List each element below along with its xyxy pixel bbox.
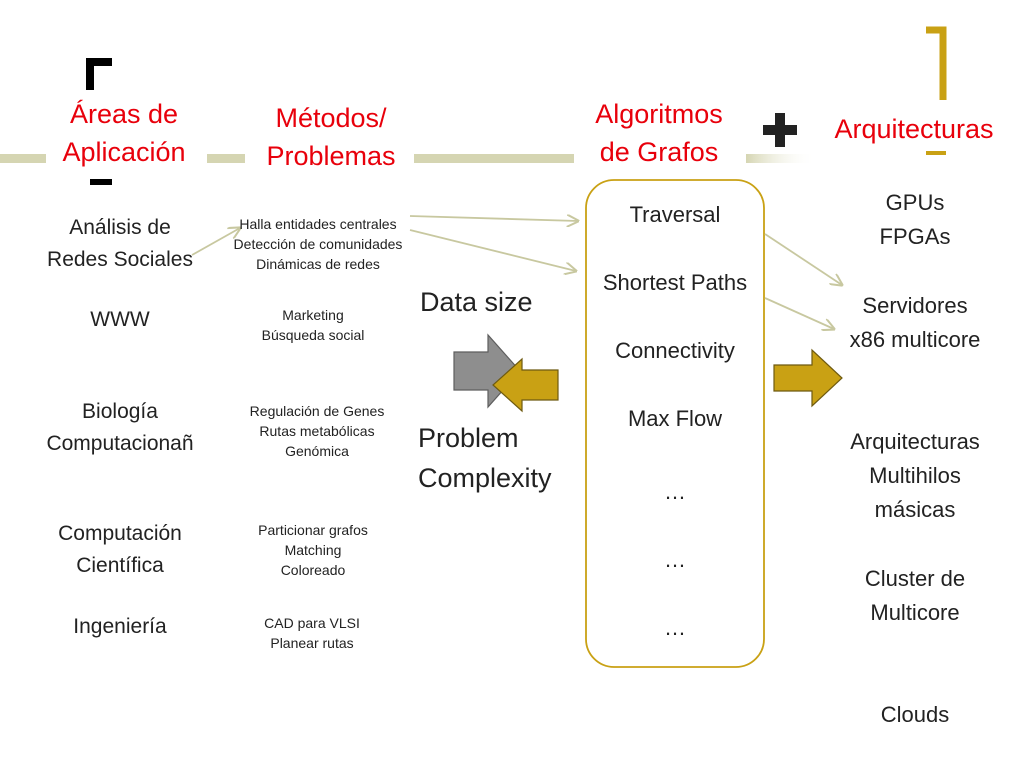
corner-bracket-top-left bbox=[86, 58, 112, 90]
gold-block-arrow-right bbox=[773, 348, 843, 408]
header-areas-line: Áreas de bbox=[69, 99, 179, 129]
problem-complexity-line: Problem bbox=[418, 423, 519, 453]
algorithm-item: Max Flow bbox=[627, 406, 723, 431]
architecture-line: Servidores bbox=[862, 293, 968, 318]
method-item: Marketing Búsqueda social bbox=[203, 305, 423, 345]
method-line: Dinámicas de redes bbox=[256, 256, 380, 272]
plus-icon bbox=[763, 113, 797, 147]
algorithm-item: … bbox=[664, 547, 686, 572]
method-item: CAD para VLSI Planear rutas bbox=[202, 613, 422, 653]
architecture-item: Servidores x86 multicore bbox=[805, 289, 1024, 357]
area-item: Análisis de Redes Sociales bbox=[0, 212, 240, 276]
method-line: Coloreado bbox=[280, 562, 346, 578]
architecture-item: Clouds bbox=[805, 698, 1024, 732]
method-line: Búsqueda social bbox=[261, 327, 365, 343]
area-line: Ingeniería bbox=[73, 615, 167, 638]
header-band-segment bbox=[0, 154, 46, 163]
algorithms-box bbox=[585, 179, 765, 668]
method-line: Rutas metabólicas bbox=[259, 423, 375, 439]
area-line: Computación bbox=[58, 522, 182, 545]
area-line: WWW bbox=[90, 308, 150, 331]
area-line: Redes Sociales bbox=[47, 248, 193, 271]
area-line: Científica bbox=[76, 554, 164, 577]
algorithm-item: Shortest Paths bbox=[602, 270, 748, 295]
header-algorithms: Algoritmos de Grafos bbox=[576, 95, 742, 171]
architecture-item: Cluster de Multicore bbox=[805, 562, 1024, 630]
architecture-line: x86 multicore bbox=[849, 327, 981, 352]
data-size-label: Data size bbox=[420, 287, 533, 317]
method-item: Halla entidades centrales Detección de c… bbox=[208, 214, 428, 274]
architecture-line: Cluster de bbox=[864, 566, 966, 591]
header-methods-line: Métodos/ bbox=[275, 103, 387, 133]
area-item: Ingeniería bbox=[0, 611, 240, 643]
connector-arrow bbox=[409, 216, 578, 221]
architecture-line: másicas bbox=[874, 497, 956, 522]
problem-complexity-label: Problem Complexity bbox=[418, 418, 552, 498]
header-algorithms-line: de Grafos bbox=[599, 137, 719, 167]
method-item: Regulación de Genes Rutas metabólicas Ge… bbox=[207, 401, 427, 461]
connector-arrow bbox=[409, 229, 576, 271]
header-areas-line: Aplicación bbox=[62, 137, 186, 167]
method-line: CAD para VLSI bbox=[264, 615, 360, 631]
header-algorithms-line: Algoritmos bbox=[595, 99, 723, 129]
header-methods-line: Problemas bbox=[266, 141, 396, 171]
gold-dash bbox=[926, 151, 946, 155]
header-band-segment bbox=[207, 154, 245, 163]
header-band-segment bbox=[746, 154, 816, 163]
bracket-dash bbox=[90, 179, 112, 185]
method-line: Particionar grafos bbox=[258, 522, 368, 538]
connector-arrow bbox=[764, 233, 842, 285]
area-item: Computación Científica bbox=[0, 518, 240, 582]
header-architectures: Arquitecturas bbox=[834, 114, 994, 144]
algorithm-item: … bbox=[664, 479, 686, 504]
gold-block-arrow-left bbox=[492, 357, 559, 413]
architecture-line: Clouds bbox=[880, 702, 950, 727]
area-item: WWW bbox=[0, 304, 240, 336]
architecture-line: GPUs bbox=[885, 190, 945, 215]
architecture-line: Multihilos bbox=[869, 463, 961, 488]
header-areas: Áreas de Aplicación bbox=[44, 95, 204, 171]
architecture-item: GPUs FPGAs bbox=[805, 186, 1024, 254]
area-line: Biología bbox=[82, 400, 158, 423]
algorithm-item: Traversal bbox=[629, 202, 721, 227]
method-line: Regulación de Genes bbox=[249, 403, 385, 419]
architecture-item: Arquitecturas Multihilos másicas bbox=[805, 425, 1024, 527]
architecture-line: FPGAs bbox=[879, 224, 951, 249]
area-line: Análisis de bbox=[69, 216, 171, 239]
method-line: Halla entidades centrales bbox=[239, 216, 397, 232]
method-line: Genómica bbox=[285, 443, 349, 459]
connector-arrow bbox=[191, 228, 240, 256]
method-line: Detección de comunidades bbox=[233, 236, 403, 252]
method-line: Planear rutas bbox=[270, 635, 354, 651]
algorithm-item: Connectivity bbox=[615, 338, 735, 363]
architecture-line: Multicore bbox=[870, 600, 960, 625]
area-line: Computacionañ bbox=[46, 432, 194, 455]
connector-arrow bbox=[764, 297, 834, 329]
method-line: Matching bbox=[284, 542, 342, 558]
header-band-segment bbox=[414, 154, 574, 163]
problem-complexity-line: Complexity bbox=[418, 463, 552, 493]
header-methods: Métodos/ Problemas bbox=[246, 99, 416, 175]
method-item: Particionar grafos Matching Coloreado bbox=[203, 520, 423, 580]
corner-bracket-top-right bbox=[926, 26, 947, 100]
method-line: Marketing bbox=[282, 307, 344, 323]
area-item: Biología Computacionañ bbox=[0, 396, 240, 460]
algorithm-item: … bbox=[664, 615, 686, 640]
architecture-line: Arquitecturas bbox=[850, 429, 980, 454]
